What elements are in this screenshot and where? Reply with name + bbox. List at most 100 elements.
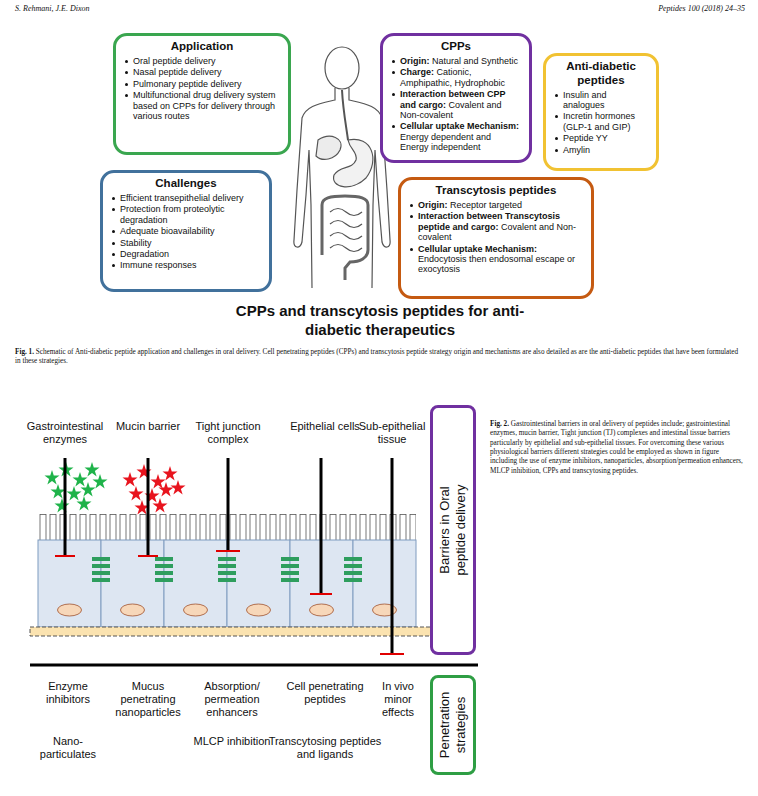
box-heading: Anti-diabetic peptides xyxy=(553,60,649,88)
bullet-item: Cellular uptake Mechanism: Energy depend… xyxy=(390,121,522,152)
tight-junction xyxy=(218,578,236,582)
bullet-item: Amylin xyxy=(553,145,649,155)
tight-junction xyxy=(281,564,299,568)
mucin-star xyxy=(150,474,165,488)
nucleus xyxy=(247,604,271,616)
human-body xyxy=(330,209,362,252)
bullet-item: Protection from proteolytic degradation xyxy=(120,204,225,224)
epithelium xyxy=(30,514,432,636)
mucin-star xyxy=(158,482,173,496)
tight-junction xyxy=(92,578,110,582)
bullet-item: Receptor targeted xyxy=(448,200,523,210)
bullet-item: Origin: xyxy=(400,56,430,66)
enzyme-star xyxy=(50,484,65,498)
figure-caption: Gastrointestinal barriers in oral delive… xyxy=(490,420,743,475)
barrier-arrow xyxy=(391,458,394,654)
bullet-item: Stability xyxy=(120,238,152,248)
bullet-item: Cellular uptake Mechanism: xyxy=(400,121,519,131)
bullet-item: Charge: Cationic, Amphipathic, Hydrophob… xyxy=(390,67,522,88)
tight-junction xyxy=(218,564,236,568)
tight-junction xyxy=(344,578,362,582)
enzyme-star xyxy=(76,496,91,510)
running-head: S. Rehmani, J.E. Dixon xyxy=(15,4,215,14)
bullet-item: Interaction between CPP and cargo: Coval… xyxy=(390,89,522,120)
strategy-label: Cell penetrating peptides xyxy=(275,680,375,706)
bullet-item: Nasal peptide delivery xyxy=(133,67,222,77)
bullet-item: Adequate bioavailability xyxy=(110,226,262,236)
human-body xyxy=(294,88,335,288)
bullet-dot xyxy=(125,60,128,63)
strategy-label: Transcytosing peptides and ligands xyxy=(262,735,388,761)
human-body xyxy=(322,196,368,280)
bullet-dot xyxy=(112,264,115,267)
bullet-item: Peptide YY xyxy=(553,133,649,143)
tight-junction xyxy=(155,564,173,568)
bullet-dot xyxy=(555,149,558,152)
tight-junction xyxy=(344,557,362,561)
box-content: ApplicationOral peptide deliveryNasal pe… xyxy=(123,40,281,121)
strategy-label: Enzyme inhibitors xyxy=(28,680,108,706)
band-label: Penetration strategies xyxy=(437,680,468,770)
epithelial-cell xyxy=(164,540,227,627)
bullet-item: Origin: xyxy=(418,200,448,210)
bullet-dot xyxy=(392,93,395,96)
box-content: Anti-diabetic peptidesInsulin and analog… xyxy=(553,60,649,155)
bullet-item: Amylin xyxy=(563,145,590,155)
tight-junction xyxy=(218,557,236,561)
tight-junction xyxy=(92,564,110,568)
bullet-item: Multifunctional drug delivery system bas… xyxy=(133,90,276,121)
bullet-item: Peptide YY xyxy=(563,133,608,143)
info-box: Transcytosis peptidesOrigin: Receptor ta… xyxy=(398,177,594,299)
mucin-star xyxy=(128,486,143,500)
strategy-label: In vivo minor effects xyxy=(370,680,426,720)
bullet-item: Origin: Natural and Synthetic xyxy=(390,56,522,66)
figure-caption: Fig. 2. xyxy=(490,420,509,428)
bullet-item: Origin: Receptor targeted xyxy=(408,200,584,210)
nucleus xyxy=(310,604,334,616)
strategy-label: MLCP inhibition xyxy=(192,735,272,748)
bullet-item: Insulin and analogues xyxy=(553,90,649,111)
bullet-item: Oral peptide delivery xyxy=(123,56,281,66)
bullet-dot xyxy=(125,71,128,74)
barrier-arrow xyxy=(227,458,230,551)
box-content: Transcytosis peptidesOrigin: Receptor ta… xyxy=(408,184,584,275)
block-bar xyxy=(138,555,158,557)
enzyme-star xyxy=(92,474,107,488)
bullet-item: Degradation xyxy=(110,249,262,259)
bullet-dot xyxy=(410,248,413,251)
bullet-dot xyxy=(112,230,115,233)
barrier-label: Tight junction complex xyxy=(180,420,276,446)
bullet-item: Immune responses xyxy=(110,260,262,270)
bullet-item: Degradation xyxy=(120,249,169,259)
bullet-item: Nasal peptide delivery xyxy=(123,67,281,77)
bullet-item: Endocytosis then endosomal escape or exo… xyxy=(418,254,575,274)
bullet-dot xyxy=(392,71,395,74)
bullet-dot xyxy=(555,94,558,97)
nucleus xyxy=(184,604,208,616)
epithelial-cell xyxy=(38,540,416,627)
bullet-dot xyxy=(392,60,395,63)
tight-junction xyxy=(281,557,299,561)
strategy-label: Mucus penetrating nanoparticles xyxy=(106,680,190,720)
figure-caption: Fig. 2. Gastrointestinal barriers in ora… xyxy=(490,420,745,476)
band-label: Barriers in Oral peptide delivery xyxy=(437,465,468,595)
info-box: Anti-diabetic peptidesInsulin and analog… xyxy=(543,53,659,171)
human-body xyxy=(294,47,390,288)
barrier-arrow xyxy=(65,458,392,654)
block-bar xyxy=(55,555,75,557)
bullet-item: Natural and Synthetic xyxy=(430,56,519,66)
block-bar xyxy=(55,551,404,654)
box-heading: Transcytosis peptides xyxy=(408,184,584,198)
mucin-star xyxy=(162,466,177,480)
tight-junction xyxy=(344,571,362,575)
tight-junction xyxy=(155,557,173,561)
tight-junction xyxy=(155,578,173,582)
bullet-item: Cellular uptake Mechanism: Endocytosis t… xyxy=(408,244,584,275)
enzyme-star xyxy=(66,486,81,500)
bullet-item: Cellular uptake Mechanism: xyxy=(418,244,537,254)
bullet-item: Multifunctional drug delivery system bas… xyxy=(123,90,281,121)
bullet-dot xyxy=(555,115,558,118)
bullet-item: Adequate bioavailability xyxy=(120,226,215,236)
bullet-dot xyxy=(125,83,128,86)
bullet-item: Pulmonary peptide delivery xyxy=(133,79,242,89)
